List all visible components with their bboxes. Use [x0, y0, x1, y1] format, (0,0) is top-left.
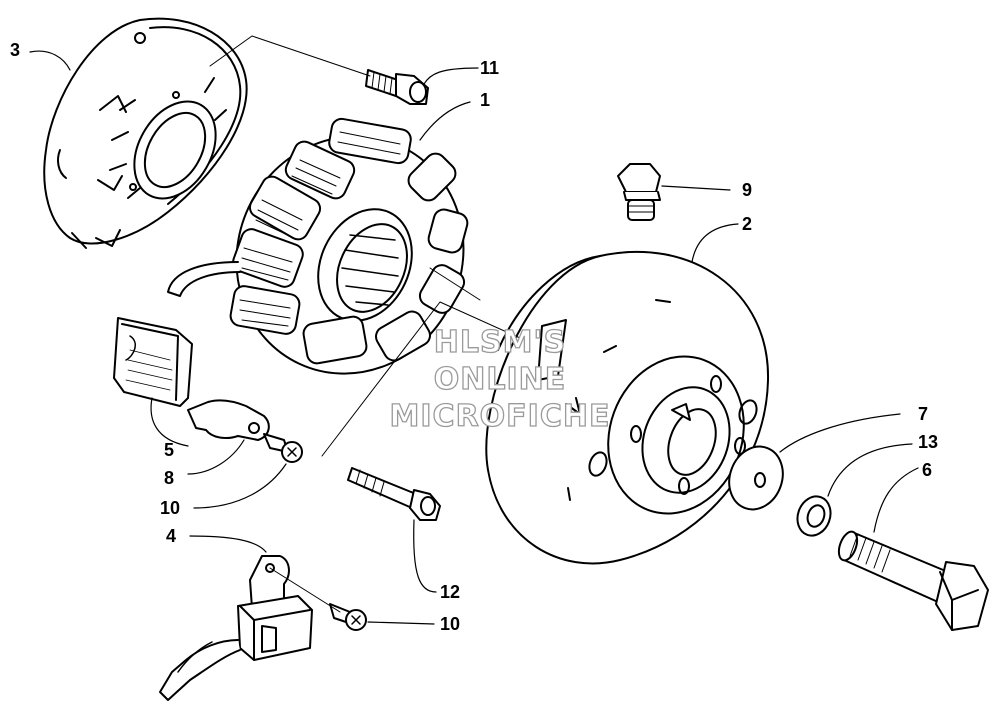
- callout-2: 2: [742, 214, 752, 234]
- part-13-lock-washer: [792, 492, 836, 541]
- callout-4: 4: [166, 526, 176, 546]
- part-10-screw-lower: [330, 604, 366, 630]
- callout-11: 11: [480, 58, 499, 78]
- part-12-long-bolt: [348, 468, 440, 520]
- watermark-line-2: ONLINE: [434, 362, 567, 397]
- callout-9: 9: [742, 180, 752, 200]
- callout-13: 13: [918, 432, 938, 452]
- callout-10-lower: 10: [440, 614, 460, 634]
- callout-1: 1: [480, 90, 490, 110]
- callout-3: 3: [10, 40, 20, 60]
- watermark-line-1: HLSM'S: [434, 325, 566, 360]
- callout-6: 6: [922, 460, 932, 480]
- part-4-sensor: [160, 556, 312, 700]
- part-2-flywheel: [486, 252, 768, 564]
- callout-10-upper: 10: [160, 498, 180, 518]
- callout-5: 5: [164, 440, 174, 460]
- callout-12: 12: [440, 582, 460, 602]
- watermark-line-3: MICROFICHE: [390, 399, 611, 434]
- leader-lines: [29, 35, 919, 625]
- part-10-screw-upper: [264, 434, 302, 462]
- part-5-pad: [114, 318, 192, 406]
- callout-7: 7: [918, 404, 928, 424]
- part-8-clamp: [188, 400, 269, 440]
- part-1-stator: [168, 99, 502, 411]
- part-9-bolt: [618, 164, 660, 220]
- part-3-stator-housing: [44, 19, 246, 248]
- part-7-washer: [721, 439, 792, 517]
- callout-8: 8: [164, 468, 174, 488]
- part-6-flywheel-bolt: [835, 529, 988, 630]
- part-11-bolt: [366, 70, 428, 104]
- watermark: HLSM'S ONLINE MICROFICHE: [389, 324, 611, 434]
- callout-labels: 3 11 1 9 2 7 13 6 5 8 10 4 12 10: [10, 40, 938, 634]
